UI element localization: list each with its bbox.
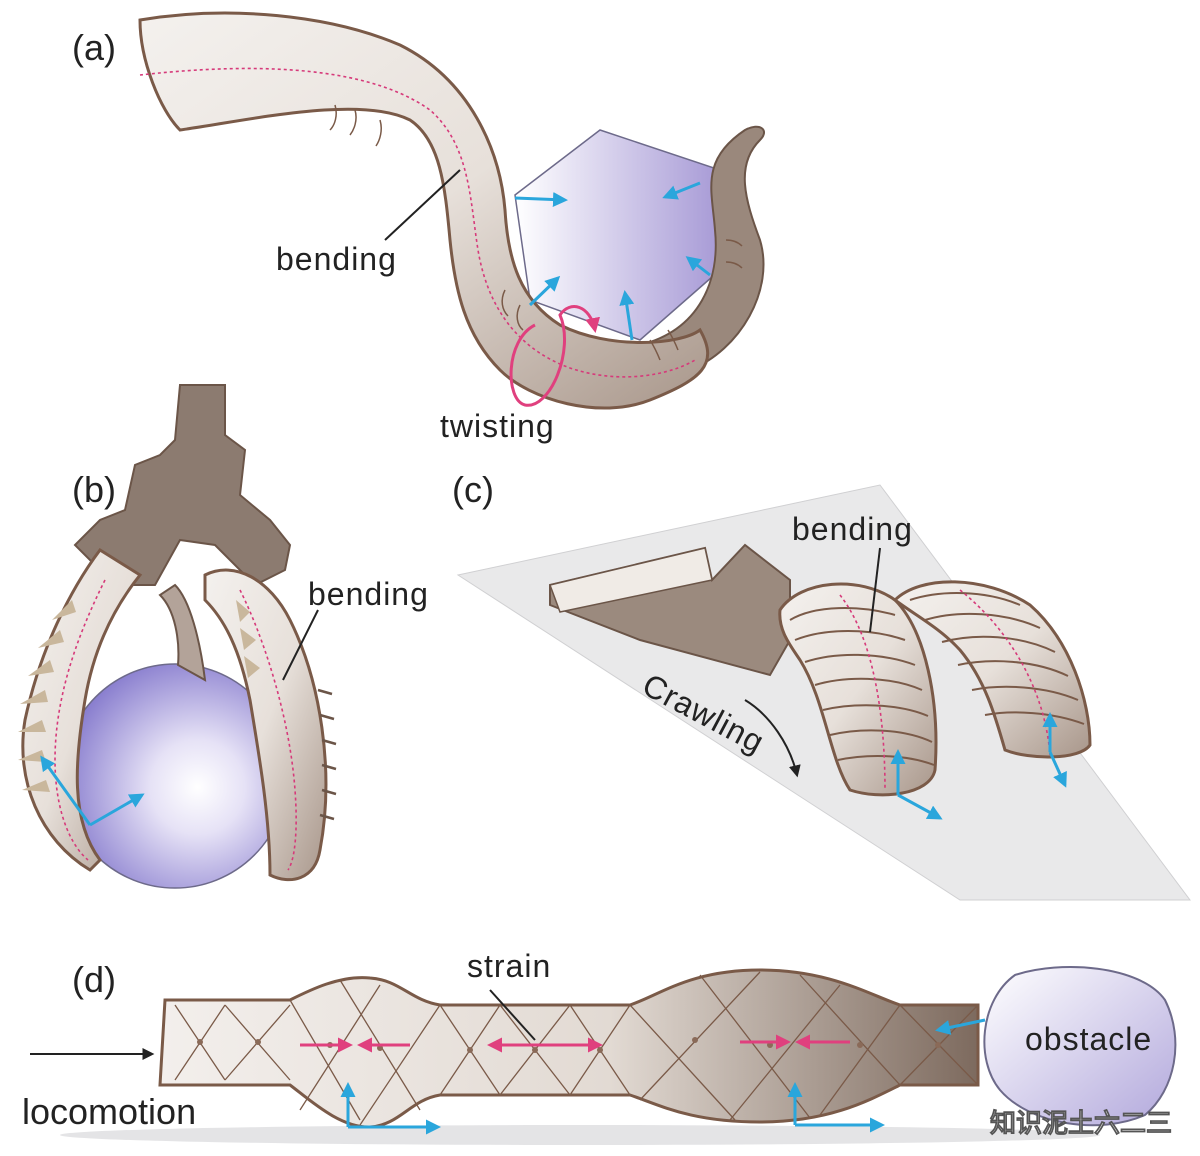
contact-force-arrows-d — [340, 1018, 986, 1135]
locomotion-label: locomotion — [22, 1091, 196, 1132]
crawling-arrow — [744, 699, 801, 778]
gripper-finger-left — [21, 547, 143, 872]
contact-force-arrows-c — [890, 712, 1067, 820]
ground-shadow — [60, 1125, 1100, 1145]
twisting-label: twisting — [440, 408, 555, 444]
panel-d: (d) — [22, 948, 1177, 1145]
watermark-text: 知识泥土六二三 — [990, 1109, 1172, 1139]
gripper-finger-middle — [158, 583, 207, 682]
left-finger-teeth — [18, 600, 76, 792]
locomotion-tube — [158, 968, 980, 1129]
actuator-a-segment-ticks — [329, 104, 743, 361]
panel-a-label: (a) — [72, 27, 116, 68]
obstacle-label: obstacle — [1025, 1021, 1152, 1057]
bending-label-a: bending — [276, 241, 397, 277]
contact-force-arrows-b — [40, 755, 145, 827]
right-finger-teeth — [236, 600, 260, 678]
actuator-a-tail — [637, 125, 765, 372]
panel-c-label: (c) — [452, 469, 494, 510]
crawler-leg-back-segments — [909, 592, 1085, 725]
strain-leader — [489, 989, 536, 1041]
bending-leader-a — [384, 169, 461, 241]
actuator-a-body — [138, 11, 710, 410]
panel-a: (a) be — [72, 11, 765, 444]
gripper-finger-right — [203, 568, 328, 882]
actuator-a-centerline — [139, 67, 696, 378]
right-finger-ridges — [317, 688, 337, 821]
bending-label-b: bending — [308, 576, 429, 612]
bending-leader-b — [282, 609, 319, 681]
panel-b: (b) — [18, 384, 429, 889]
panel-d-label: (d) — [72, 959, 116, 1000]
hexagonal-object — [514, 129, 721, 341]
crawler-leg-front-segments — [789, 607, 935, 766]
obstacle-object — [983, 966, 1177, 1127]
panel-c: (c) — [452, 469, 1191, 901]
strain-arrows — [300, 1034, 850, 1053]
contact-force-arrows-a — [514, 181, 711, 341]
strain-label: strain — [467, 948, 551, 984]
twisting-arrow — [509, 305, 600, 407]
panel-b-label: (b) — [72, 469, 116, 510]
bending-label-c: bending — [792, 511, 913, 547]
bending-leader-c — [869, 547, 881, 633]
gripper-hub — [73, 384, 292, 587]
